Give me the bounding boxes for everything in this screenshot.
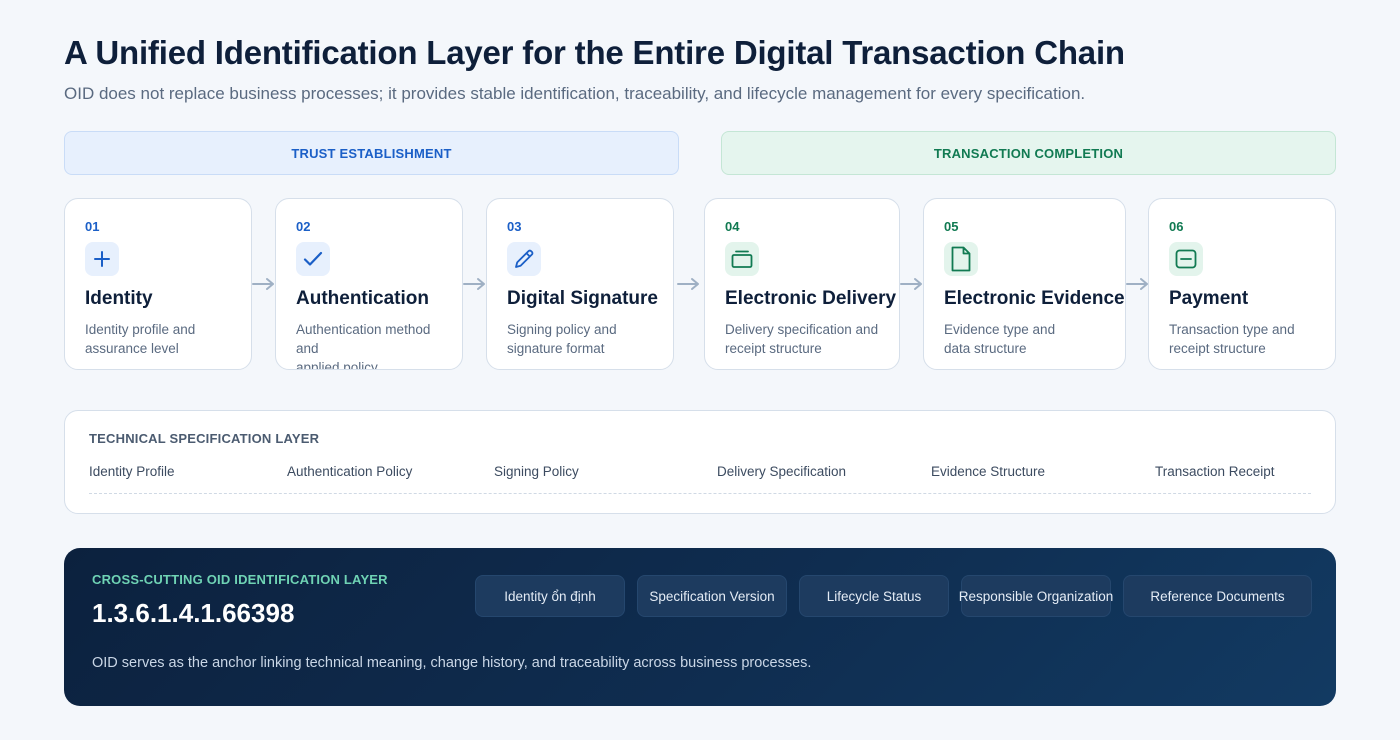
page-subtitle: OID does not replace business processes;… xyxy=(64,84,1086,103)
step-title: Payment xyxy=(1169,288,1249,309)
page-title: A Unified Identification Layer for the E… xyxy=(64,34,1125,71)
step-number: 06 xyxy=(1169,219,1184,234)
step-title: Authentication xyxy=(296,288,429,309)
chip-specification-version: Specification Version xyxy=(637,575,787,617)
arrow-right-icon xyxy=(1126,278,1148,290)
plus-icon xyxy=(85,242,119,276)
step-number: 04 xyxy=(725,219,740,234)
chip-reference-documents: Reference Documents xyxy=(1123,575,1312,617)
chip-lifecycle-status: Lifecycle Status xyxy=(799,575,949,617)
step-number: 03 xyxy=(507,219,522,234)
oid-identification-layer: CROSS-CUTTING OID IDENTIFICATION LAYER 1… xyxy=(64,548,1336,706)
chip-identity: Identity ổn định xyxy=(475,575,625,617)
document-icon xyxy=(944,242,978,276)
spec-evidence-structure: Evidence Structure xyxy=(931,464,1046,479)
oid-layer-label: CROSS-CUTTING OID IDENTIFICATION LAYER xyxy=(92,572,388,587)
pen-icon xyxy=(507,242,541,276)
spec-authentication-policy: Authentication Policy xyxy=(287,464,413,479)
step-number: 01 xyxy=(85,219,100,234)
arrow-right-icon xyxy=(252,278,274,290)
chip-responsible-organization: Responsible Organization xyxy=(959,575,1113,617)
step-title: Electronic Evidence xyxy=(944,288,1125,309)
step-authentication: 02 Authentication Authentication method … xyxy=(275,198,463,370)
arrow-right-icon xyxy=(463,278,485,290)
arrow-right-icon xyxy=(677,278,699,290)
card-icon xyxy=(1169,242,1203,276)
step-electronic-delivery: 04 Electronic Delivery Delivery specific… xyxy=(704,198,900,370)
arrow-right-icon xyxy=(900,278,922,290)
spec-signing-policy: Signing Policy xyxy=(494,464,579,479)
tech-layer-heading: TECHNICAL SPECIFICATION LAYER xyxy=(89,431,320,446)
technical-specification-layer: TECHNICAL SPECIFICATION LAYER Identity P… xyxy=(64,410,1336,514)
spec-transaction-receipt: Transaction Receipt xyxy=(1155,464,1275,479)
phase-trust-establishment: TRUST ESTABLISHMENT xyxy=(64,131,679,175)
step-title: Digital Signature xyxy=(507,288,658,309)
step-title: Electronic Delivery xyxy=(725,288,897,309)
tray-icon xyxy=(725,242,759,276)
dashed-divider xyxy=(89,493,1311,494)
step-number: 02 xyxy=(296,219,311,234)
step-number: 05 xyxy=(944,219,959,234)
spec-delivery-specification: Delivery Specification xyxy=(717,464,847,479)
spec-identity-profile: Identity Profile xyxy=(89,464,175,479)
oid-layer-note: OID serves as the anchor linking technic… xyxy=(92,655,812,671)
check-icon xyxy=(296,242,330,276)
step-electronic-evidence: 05 Electronic Evidence Evidence type and… xyxy=(923,198,1126,370)
phase-transaction-completion: TRANSACTION COMPLETION xyxy=(721,131,1336,175)
step-title: Identity xyxy=(85,288,153,309)
oid-value: 1.3.6.1.4.1.66398 xyxy=(92,598,295,628)
